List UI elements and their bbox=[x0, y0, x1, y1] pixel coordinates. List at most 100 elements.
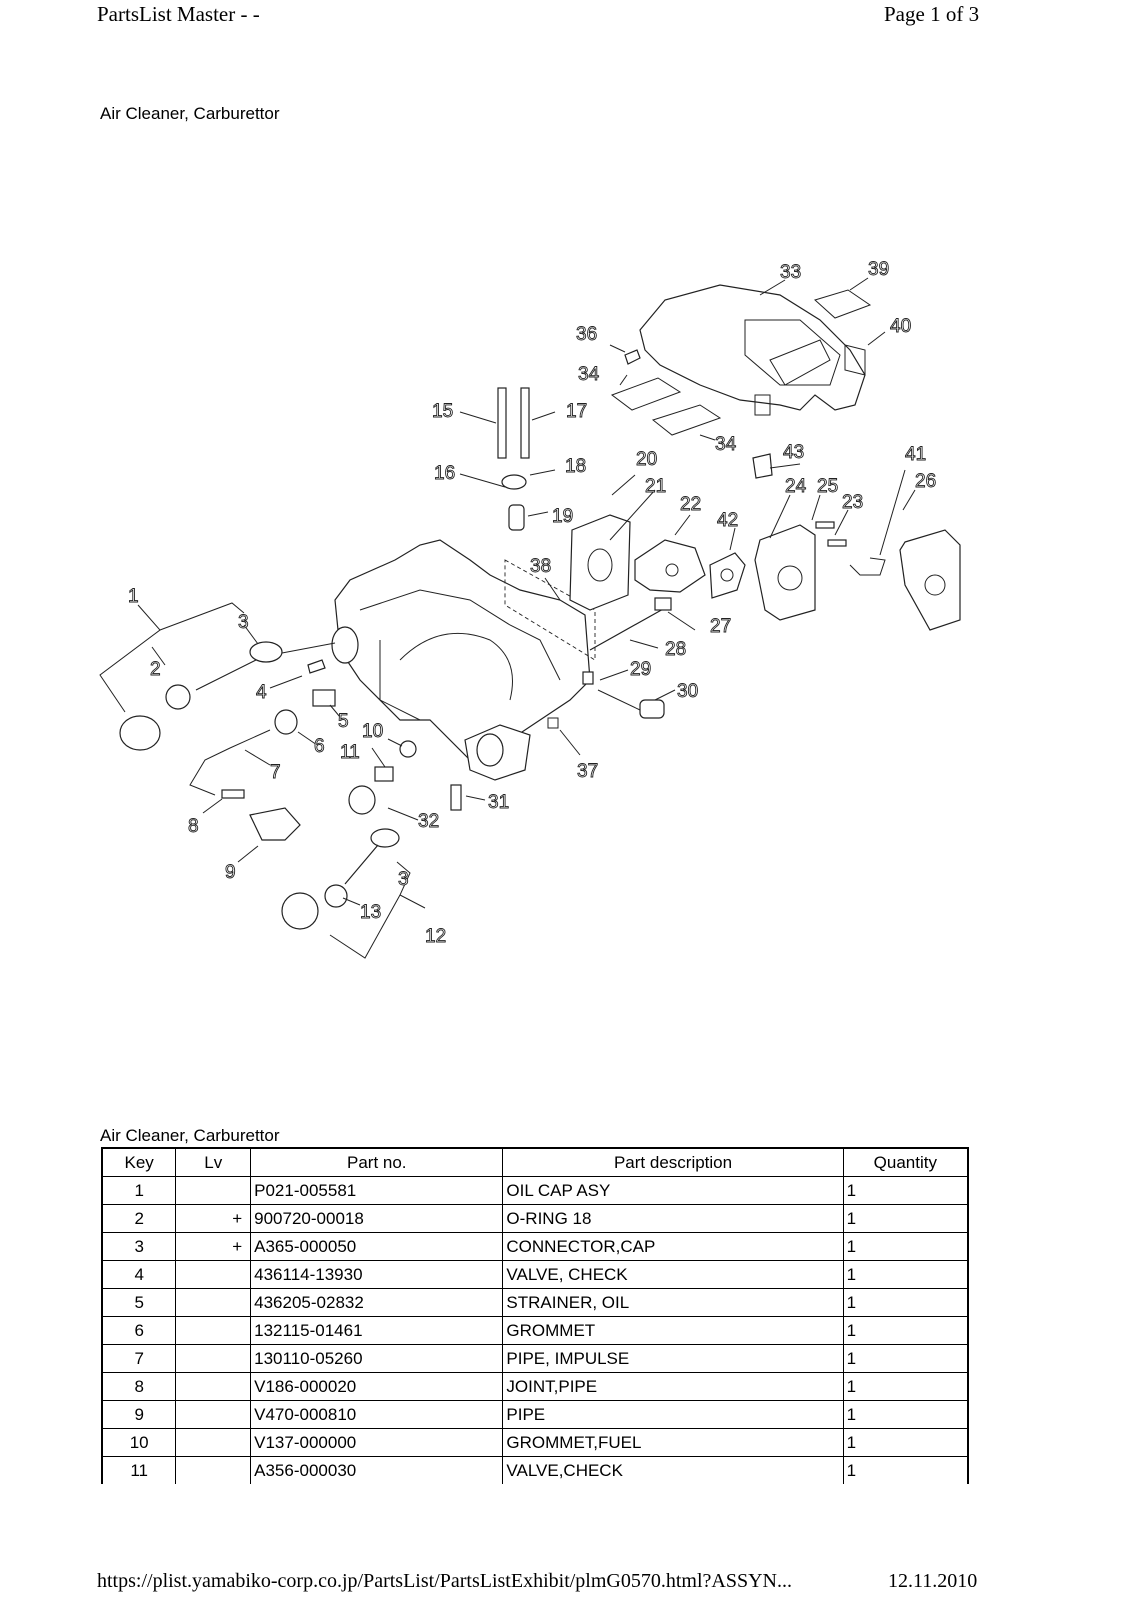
rod-28 bbox=[589, 607, 666, 651]
part-27 bbox=[654, 597, 672, 611]
pipe-17 bbox=[520, 387, 530, 459]
decal-39 bbox=[814, 289, 872, 319]
column-header-quantity: Quantity bbox=[842, 1147, 969, 1177]
cell-key: 1 bbox=[101, 1176, 177, 1205]
filter-base-24 bbox=[754, 524, 816, 621]
part-31 bbox=[450, 784, 462, 811]
filter-19 bbox=[508, 504, 525, 531]
cell-lv bbox=[175, 1316, 252, 1345]
callout-26: 26 bbox=[915, 471, 936, 492]
cell-lv bbox=[175, 1428, 252, 1457]
callout-33: 33 bbox=[780, 262, 801, 283]
decal-40 bbox=[844, 344, 866, 376]
callout-34a: 34 bbox=[578, 364, 600, 385]
column-header-part-no: Part no. bbox=[250, 1147, 504, 1177]
callout-8: 8 bbox=[188, 816, 199, 837]
callout-37: 37 bbox=[577, 761, 598, 782]
callout-20: 20 bbox=[636, 449, 657, 470]
cell-description: OIL CAP ASY bbox=[502, 1176, 844, 1205]
cell-key: 11 bbox=[101, 1456, 177, 1484]
screw-23 bbox=[827, 539, 847, 547]
callout-16: 16 bbox=[434, 463, 455, 484]
callout-42: 42 bbox=[717, 510, 738, 531]
joint-8 bbox=[221, 789, 245, 799]
page-indicator: Page 1 of 3 bbox=[884, 2, 980, 26]
callout-32: 32 bbox=[418, 811, 439, 832]
callout-2: 2 bbox=[150, 659, 161, 680]
cell-key: 6 bbox=[101, 1316, 177, 1345]
cell-description: GROMMET,FUEL bbox=[502, 1428, 844, 1457]
gasket-42 bbox=[709, 552, 746, 599]
column-header-key: Key bbox=[101, 1147, 177, 1177]
air-cleaner-cover-26 bbox=[899, 529, 961, 631]
cell-part-no: 436205-02832 bbox=[250, 1288, 504, 1317]
callout-19: 19 bbox=[552, 506, 573, 527]
pipe-15 bbox=[497, 387, 507, 459]
part-32 bbox=[348, 785, 376, 815]
cell-description: O-RING 18 bbox=[502, 1204, 844, 1233]
cell-part-no: 900720-00018 bbox=[250, 1204, 504, 1233]
cell-lv bbox=[175, 1260, 252, 1289]
cell-part-no: V137-000000 bbox=[250, 1428, 504, 1457]
callout-4: 4 bbox=[256, 682, 267, 703]
callout-6: 6 bbox=[314, 736, 325, 757]
leader-lines bbox=[99, 277, 916, 959]
valve-11 bbox=[374, 766, 394, 782]
callout-13: 13 bbox=[360, 902, 381, 923]
cell-part-no: 436114-13930 bbox=[250, 1260, 504, 1289]
cell-quantity: 1 bbox=[842, 1316, 969, 1345]
callout-29: 29 bbox=[630, 659, 651, 680]
grommet-6 bbox=[274, 709, 298, 735]
callout-25: 25 bbox=[817, 476, 838, 497]
cell-lv bbox=[175, 1344, 252, 1373]
top-cover bbox=[639, 284, 866, 416]
strainer-5 bbox=[312, 689, 336, 707]
cell-description: CONNECTOR,CAP bbox=[502, 1232, 844, 1261]
callout-labels: 1 2 3 4 5 6 7 8 9 10 11 12 3 13 15 16 17… bbox=[128, 259, 937, 948]
cell-lv bbox=[175, 1456, 252, 1484]
grommet-18 bbox=[501, 474, 527, 490]
decal-34a bbox=[610, 377, 682, 411]
callout-9: 9 bbox=[225, 862, 236, 883]
pipe-9 bbox=[249, 807, 301, 841]
cell-key: 2 bbox=[101, 1204, 177, 1233]
oil-cap-1 bbox=[119, 715, 161, 751]
callout-1: 1 bbox=[128, 586, 139, 607]
cell-quantity: 1 bbox=[842, 1260, 969, 1289]
parts-table: Key Lv Part no. Part description Quantit… bbox=[101, 1147, 969, 1484]
oil-cap-12 bbox=[281, 892, 319, 930]
callout-27: 27 bbox=[710, 616, 731, 637]
callout-30: 30 bbox=[677, 681, 698, 702]
callout-43: 43 bbox=[783, 442, 804, 463]
screw-25 bbox=[815, 521, 835, 529]
callout-36: 36 bbox=[576, 324, 597, 345]
cell-quantity: 1 bbox=[842, 1344, 969, 1373]
callout-18: 18 bbox=[565, 456, 586, 477]
callout-41: 41 bbox=[905, 444, 926, 465]
part-29 bbox=[582, 671, 594, 685]
callout-40: 40 bbox=[890, 316, 911, 337]
cell-description: GROMMET bbox=[502, 1316, 844, 1345]
pin-36 bbox=[624, 349, 641, 365]
page-header-title: PartsList Master - - bbox=[97, 2, 260, 26]
grommet-10 bbox=[399, 740, 417, 758]
cell-description: PIPE bbox=[502, 1400, 844, 1429]
cell-key: 9 bbox=[101, 1400, 177, 1429]
callout-10: 10 bbox=[362, 721, 383, 742]
table-title: Air Cleaner, Carburettor bbox=[100, 1126, 280, 1145]
decal-34b bbox=[651, 404, 722, 436]
callout-23: 23 bbox=[842, 492, 863, 513]
cell-key: 5 bbox=[101, 1288, 177, 1317]
cell-lv bbox=[175, 1400, 252, 1429]
callout-24: 24 bbox=[785, 476, 807, 497]
exploded-parts-diagram: 1 2 3 4 5 6 7 8 9 10 11 12 3 13 15 16 17… bbox=[99, 259, 961, 959]
